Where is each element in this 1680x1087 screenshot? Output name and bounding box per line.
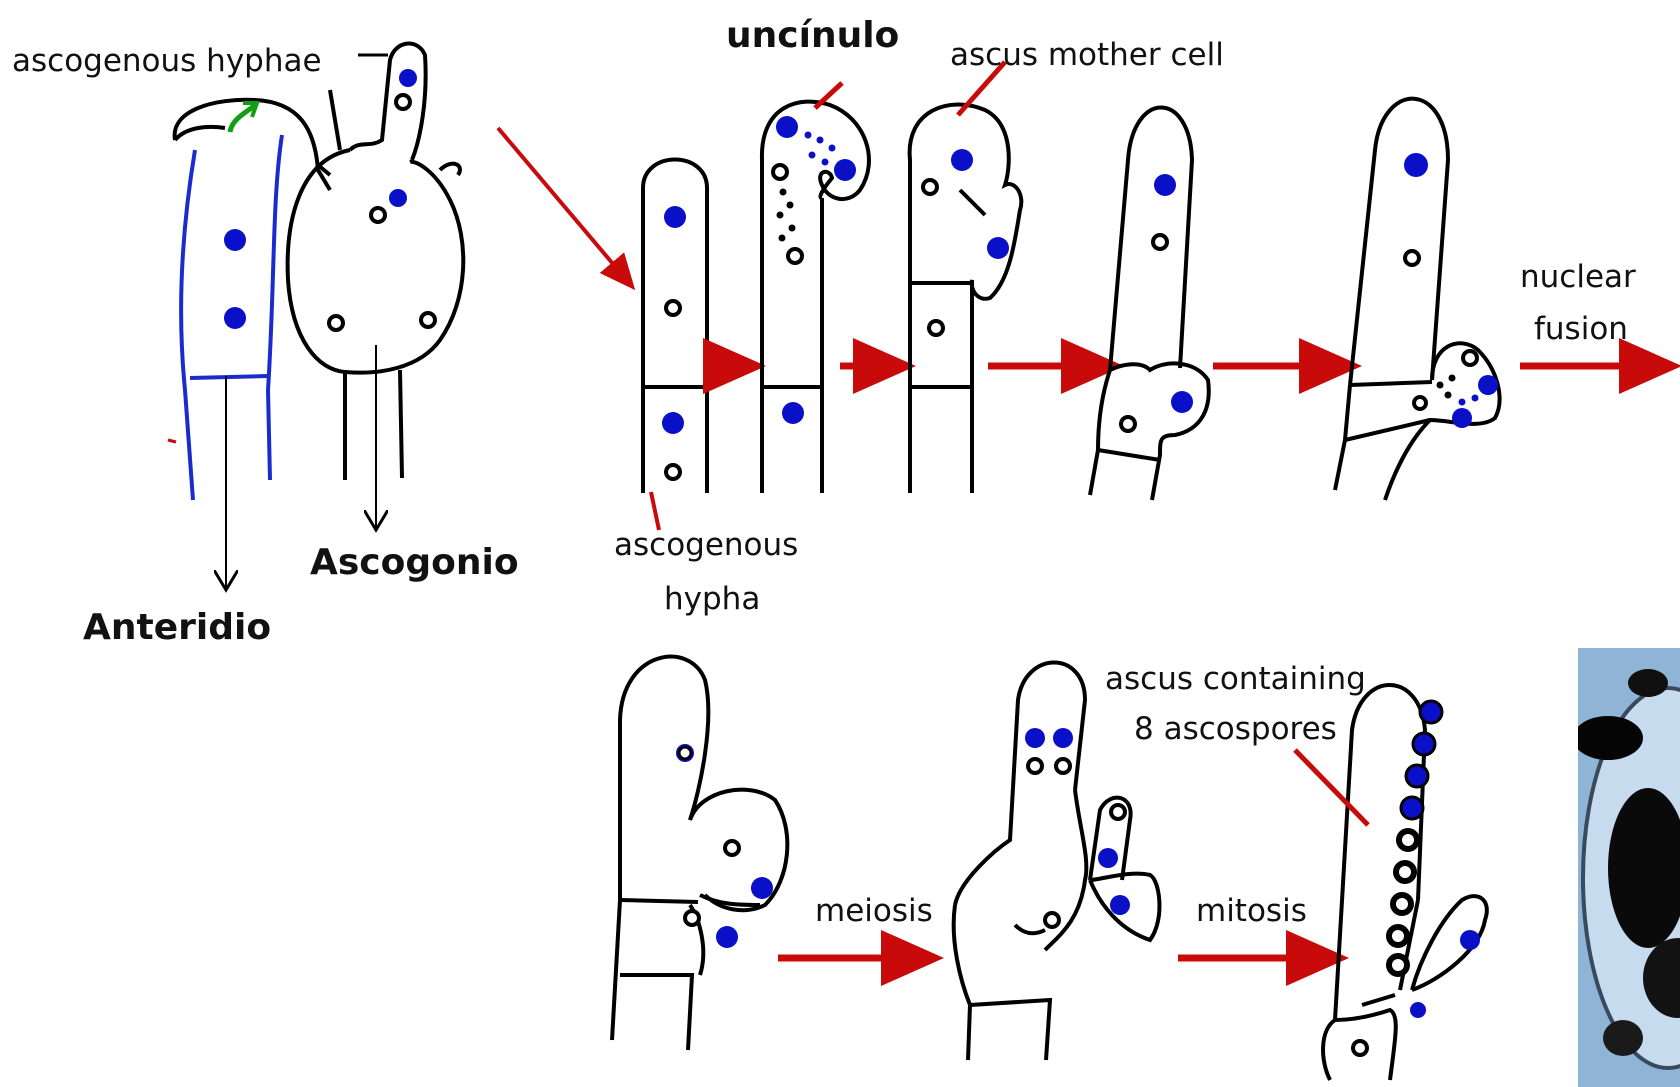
label-uncinulo: uncínulo bbox=[726, 18, 899, 54]
stageB-cell bbox=[954, 663, 1160, 1061]
petri-dish-photo bbox=[1578, 648, 1680, 1087]
stage4-cell bbox=[1090, 108, 1209, 501]
stage2-crozier bbox=[762, 102, 869, 493]
label-fusion: fusion bbox=[1534, 314, 1628, 345]
label-mitosis: mitosis bbox=[1196, 896, 1307, 927]
label-8-ascospores: 8 ascospores bbox=[1134, 714, 1337, 745]
label-nuclear: nuclear bbox=[1520, 262, 1636, 293]
ascogonium bbox=[175, 44, 464, 480]
label-ascogonio: Ascogonio bbox=[310, 545, 519, 581]
label-ascogenous: ascogenous bbox=[614, 530, 798, 561]
label-ascogenous-hyphae: ascogenous hyphae bbox=[12, 46, 322, 77]
label-ascus-mother-cell: ascus mother cell bbox=[950, 40, 1224, 71]
stageA-cell bbox=[612, 657, 787, 1050]
trichogyne bbox=[230, 104, 256, 132]
label-meiosis: meiosis bbox=[815, 896, 933, 927]
label-ascus-containing: ascus containing bbox=[1105, 664, 1366, 695]
label-anteridio: Anteridio bbox=[83, 610, 271, 646]
transition-arrow bbox=[498, 128, 630, 284]
label-hypha: hypha bbox=[664, 584, 760, 615]
